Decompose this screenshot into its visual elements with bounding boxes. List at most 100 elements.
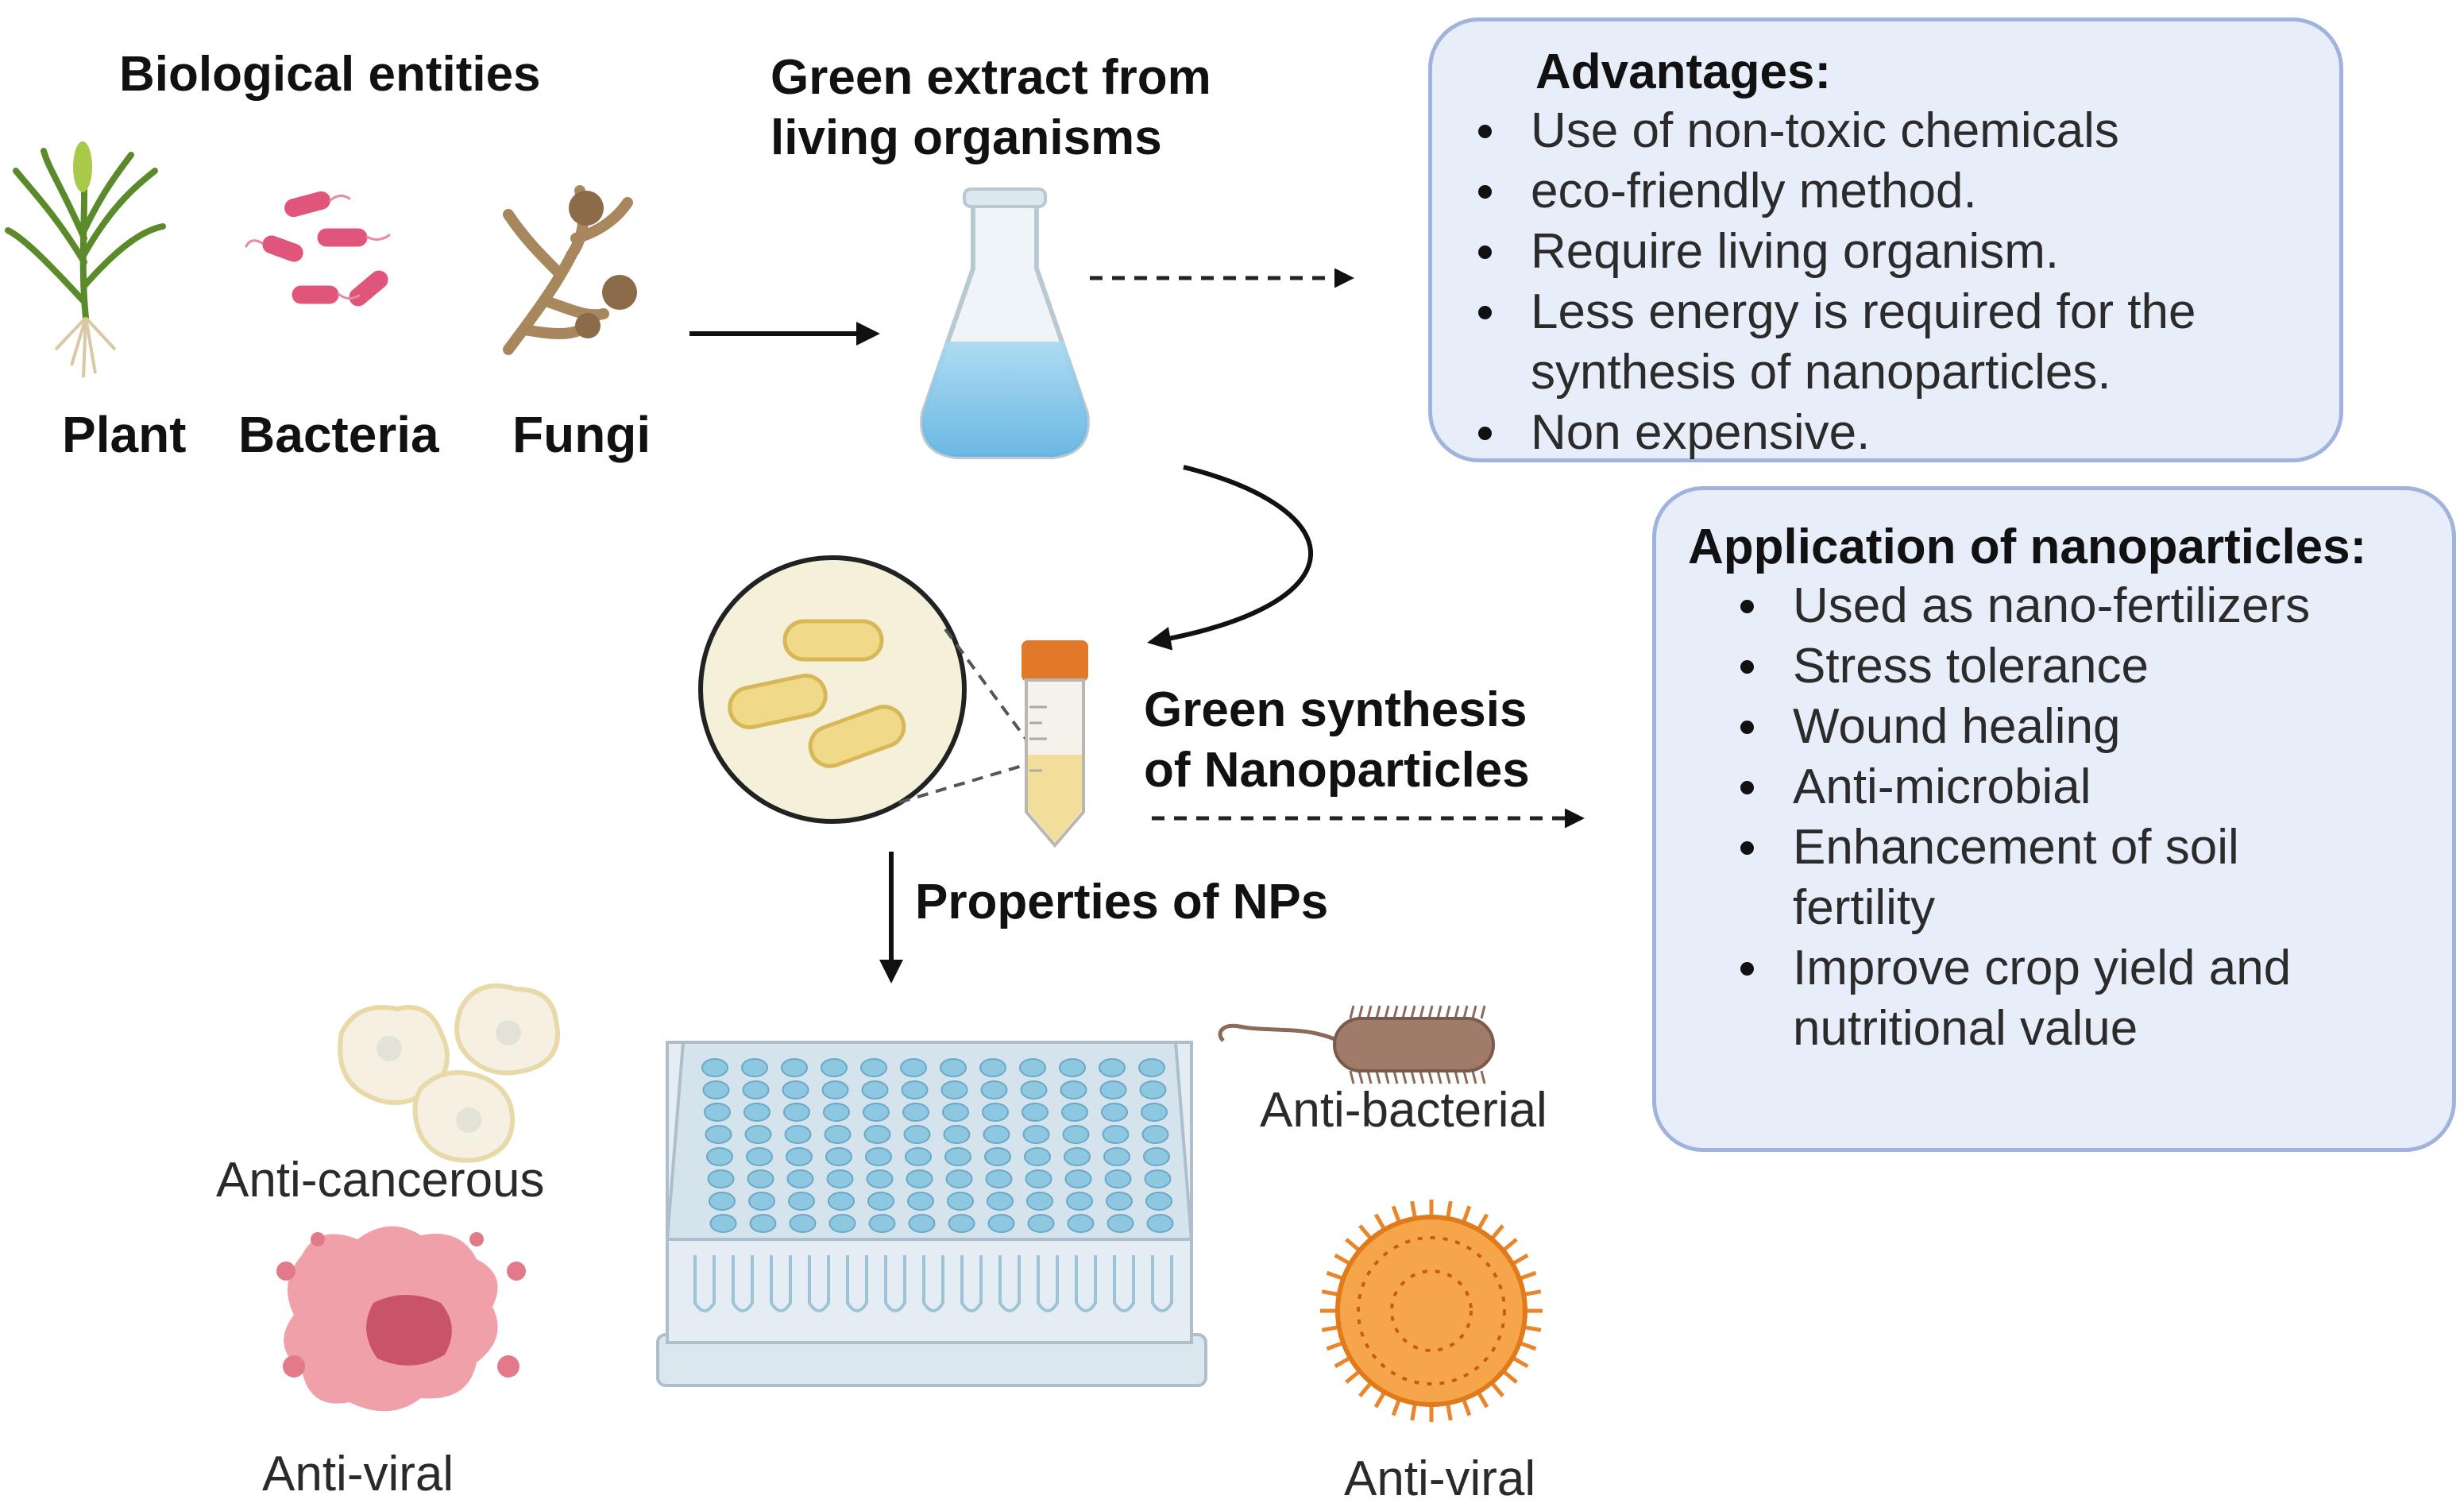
well-bottom — [1037, 1255, 1059, 1312]
well — [823, 1103, 850, 1122]
well-bottom — [998, 1255, 1021, 1312]
well — [1141, 1125, 1169, 1144]
plant-icon — [5, 141, 166, 378]
cancer-cells-icon — [338, 983, 560, 1163]
application-item: Enhancement of soil fertility — [1729, 817, 2349, 938]
well — [784, 1125, 812, 1144]
well — [705, 1125, 732, 1144]
well — [701, 1058, 728, 1077]
well — [1061, 1103, 1088, 1122]
well — [903, 1125, 931, 1144]
well — [1102, 1125, 1130, 1144]
advantages-card: Advantages: Use of non-toxic chemicals e… — [1428, 17, 2343, 462]
well — [865, 1147, 892, 1166]
well — [947, 1192, 974, 1211]
well — [1146, 1214, 1174, 1233]
extract-heading-line1: Green extract from — [770, 50, 1211, 105]
well — [1101, 1103, 1128, 1122]
well-bottom — [922, 1255, 944, 1312]
advantage-item: Non expensive. — [1467, 403, 2308, 463]
well — [1145, 1192, 1172, 1211]
well — [863, 1125, 891, 1144]
biological-entities-heading: Biological entities — [119, 47, 541, 102]
well-bottom — [770, 1255, 792, 1312]
application-item: Improve crop yield and nutritional value — [1729, 938, 2365, 1059]
well — [901, 1080, 929, 1099]
advantages-list: Use of non-toxic chemicals eco-friendly … — [1467, 101, 2308, 463]
applications-card: Application of nanoparticles: Used as na… — [1652, 486, 2456, 1152]
well — [1106, 1192, 1133, 1211]
well — [742, 1080, 770, 1099]
well — [905, 1147, 932, 1166]
advantage-item: Use of non-toxic chemicals — [1467, 101, 2308, 161]
anti-viral-left-label: Anti-viral — [262, 1447, 454, 1501]
well-bottom — [1075, 1255, 1097, 1312]
well — [821, 1080, 849, 1099]
well — [709, 1214, 737, 1233]
extract-heading-line2: living organisms — [770, 110, 1162, 165]
well — [942, 1103, 969, 1122]
anti-viral-right-label: Anti-viral — [1344, 1451, 1536, 1506]
well — [1143, 1147, 1170, 1166]
well — [907, 1192, 934, 1211]
well — [987, 1192, 1014, 1211]
well-bottom — [693, 1255, 716, 1312]
well — [824, 1125, 852, 1144]
well — [863, 1103, 890, 1122]
well — [825, 1147, 852, 1166]
well — [1144, 1169, 1172, 1188]
well — [749, 1214, 777, 1233]
well — [1059, 1058, 1086, 1077]
advantage-item: eco-friendly method. — [1467, 161, 2308, 222]
well — [1099, 1058, 1126, 1077]
well — [1022, 1103, 1049, 1122]
well-bottom — [846, 1255, 868, 1312]
well-bottom — [1113, 1255, 1135, 1312]
well — [1067, 1214, 1095, 1233]
application-item: Wound healing — [1729, 697, 2428, 757]
well — [704, 1103, 731, 1122]
well — [743, 1103, 770, 1122]
well — [1026, 1192, 1053, 1211]
tumor-icon — [276, 1226, 526, 1412]
well — [747, 1169, 774, 1188]
advantage-item: Require living organism. — [1467, 222, 2308, 282]
well — [940, 1058, 967, 1077]
well — [746, 1147, 773, 1166]
fungi-icon — [503, 185, 637, 355]
well — [741, 1058, 768, 1077]
well — [1064, 1169, 1092, 1188]
well — [782, 1080, 809, 1099]
well — [943, 1125, 971, 1144]
plant-label: Plant — [62, 406, 187, 463]
well — [1027, 1214, 1055, 1233]
well — [1060, 1080, 1087, 1099]
well — [702, 1080, 730, 1099]
bacterium-icon — [1218, 1005, 1495, 1084]
application-item: Anti-microbial — [1729, 757, 2428, 817]
well — [980, 1080, 1008, 1099]
well — [1104, 1169, 1132, 1188]
application-item: Used as nano-fertilizers — [1729, 576, 2428, 636]
well-bottom — [808, 1255, 830, 1312]
well — [1025, 1169, 1052, 1188]
well-bottom — [1151, 1255, 1173, 1312]
well — [1103, 1147, 1130, 1166]
well-bottom — [732, 1255, 754, 1312]
well — [867, 1192, 894, 1211]
well — [1099, 1080, 1127, 1099]
bacteria-label: Bacteria — [238, 406, 439, 463]
flask-icon — [920, 187, 1090, 459]
synthesis-label-line1: Green synthesis — [1144, 682, 1527, 737]
well — [744, 1125, 772, 1144]
well — [983, 1125, 1010, 1144]
well — [1139, 1080, 1167, 1099]
well — [944, 1147, 971, 1166]
well — [979, 1058, 1006, 1077]
well — [706, 1147, 733, 1166]
well — [783, 1103, 810, 1122]
well — [948, 1214, 975, 1233]
well — [868, 1214, 896, 1233]
well — [902, 1103, 929, 1122]
